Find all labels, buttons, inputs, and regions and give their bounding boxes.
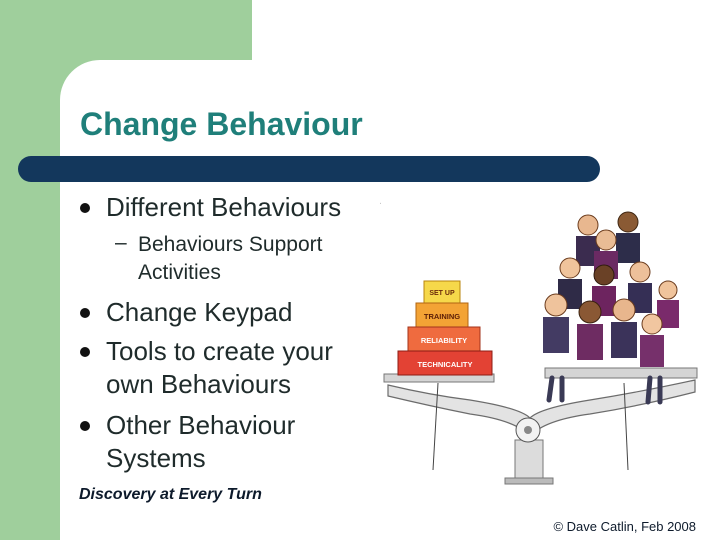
bullet-text: Other Behaviour Systems	[106, 410, 296, 473]
bullet-dot-icon	[80, 347, 90, 357]
bullet-other-systems: Other Behaviour Systems	[80, 409, 336, 475]
bullet-text: Change Keypad	[106, 297, 293, 327]
bullet-tools: Tools to create your own Behaviours	[80, 335, 366, 401]
pyramid-label-setup: SET UP	[429, 290, 455, 297]
slide-title: Change Behaviour	[80, 106, 363, 142]
bullet-dot-icon	[80, 308, 90, 318]
scale-beam	[387, 379, 696, 471]
bullet-change-keypad: Change Keypad	[80, 296, 376, 329]
bullet-dot-icon	[80, 203, 90, 213]
title-underline-bar	[18, 156, 600, 182]
sub-bullet-text: Behaviours Support Activities	[138, 233, 323, 284]
balance-scale-illustration: SET UP TRAINING RELIABILITY TECHNICALITY	[380, 202, 698, 485]
bullet-different-behaviours: Different Behaviours	[80, 191, 376, 224]
scale-base	[504, 439, 554, 485]
pyramid-label-reliability: RELIABILITY	[421, 336, 467, 345]
right-pan	[544, 367, 698, 379]
bullet-text: Tools to create your own Behaviours	[106, 336, 333, 399]
footer-copyright: © Dave Catlin, Feb 2008	[553, 519, 696, 534]
footer-tagline: Discovery at Every Turn	[79, 486, 262, 503]
bullet-text: Different Behaviours	[106, 192, 342, 222]
bullet-dot-icon	[80, 421, 90, 431]
pyramid-label-technicality: TECHNICALITY	[418, 360, 473, 369]
sub-bullet-dash: –	[115, 231, 127, 254]
pyramid-stack	[397, 280, 493, 376]
children-group-icon	[543, 211, 679, 405]
pyramid-label-training: TRAINING	[424, 312, 460, 321]
